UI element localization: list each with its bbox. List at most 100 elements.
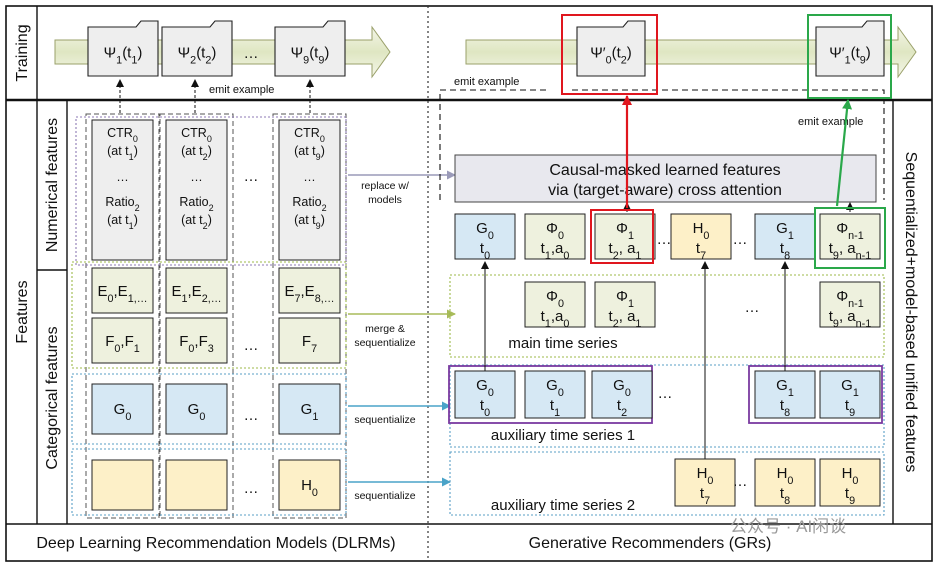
main-series-cell-0-time: t1,a0 xyxy=(541,308,570,330)
aux1-cell-2 xyxy=(591,370,653,419)
outer-frame xyxy=(5,5,933,562)
dlrm-ellipsis: … xyxy=(244,168,259,185)
gr-top-cell-5-time: t9, an-1 xyxy=(829,240,871,262)
sequentialize-label-1: sequentialize xyxy=(354,414,415,426)
ctr-label: CTR0 xyxy=(294,126,325,144)
aux1-cell-4-time: t9 xyxy=(845,397,855,419)
aux1-cell-3 xyxy=(754,370,816,419)
gr-top-cell-1-top: Φ0 xyxy=(546,220,564,242)
dlrm-ellipsis: … xyxy=(244,480,259,497)
g-cell-0 xyxy=(91,383,154,435)
h-cell-2 xyxy=(278,459,341,511)
e-cell-1 xyxy=(165,267,228,314)
gr-top-cell-4-time: t8 xyxy=(780,240,790,262)
feature-transform-arrows xyxy=(348,170,456,487)
watermark: 公众号 · AI闲谈 xyxy=(730,517,846,536)
main-series-cell-2-time: t9, an-1 xyxy=(829,308,871,330)
aux2-series-frame xyxy=(449,451,885,516)
gr-top-cell-3-top: H0 xyxy=(693,220,710,242)
ctr-time: (at t1) xyxy=(107,144,138,162)
aux1-cell-3-top: G1 xyxy=(776,377,794,399)
ratio-time: (at t2) xyxy=(181,213,212,231)
gr-top-cell-4-top: G1 xyxy=(776,220,794,242)
main-series-cell-0 xyxy=(524,281,586,328)
ctr-label: CTR0 xyxy=(107,126,138,144)
green-emit-arrow xyxy=(835,99,853,207)
main-series-cell-0-top: Φ0 xyxy=(546,288,564,310)
aux1-cell-1-top: G0 xyxy=(546,377,564,399)
emit-example-gr-left: emit example xyxy=(454,76,519,88)
main-series-cell-2-top: Φn-1 xyxy=(836,288,864,310)
aux1-cell-2-top: G0 xyxy=(613,377,631,399)
aux2-cell-1-time: t8 xyxy=(780,485,790,507)
f-cell-0 xyxy=(91,317,154,364)
aux1-cell-1-time: t1 xyxy=(550,397,560,419)
aux1-cell-0-top: G0 xyxy=(476,377,494,399)
gr-ellipsis: … xyxy=(658,385,673,402)
categorical-features-label: Categorical features xyxy=(44,326,61,469)
e-cell-label: E7,E8,… xyxy=(284,283,334,305)
aux2-cell-1 xyxy=(754,458,816,507)
aux1-cell-0-time: t0 xyxy=(480,397,490,419)
h-cell-1 xyxy=(165,459,228,511)
ef-dotted-group xyxy=(71,261,347,369)
g-cell-label: G0 xyxy=(114,401,132,423)
gr-caption: Generative Recommenders (GRs) xyxy=(529,535,772,552)
main-series-cell-1-top: Φ1 xyxy=(616,288,634,310)
ratio-time: (at t1) xyxy=(107,213,138,231)
gr-top-cell-3-time: t7 xyxy=(696,240,706,262)
gr-top-cell-5 xyxy=(819,213,881,260)
aux2-cell-1-top: H0 xyxy=(777,465,794,487)
training-models-right: Ψ′0(t2)Ψ′1(t9) xyxy=(576,20,885,77)
gr-top-cell-0 xyxy=(454,213,516,260)
main-series-cell-2 xyxy=(819,281,881,328)
gr-ellipsis: … xyxy=(657,231,672,248)
ctr-time: (at t2) xyxy=(181,144,212,162)
aux1-series-label: auxiliary time series 1 xyxy=(491,427,635,444)
e-cell-2 xyxy=(278,267,341,314)
g-cell-label: G0 xyxy=(188,401,206,423)
dlrm-caption: Deep Learning Recommendation Models (DLR… xyxy=(36,535,395,552)
sequentialize-label-2: sequentialize xyxy=(354,490,415,502)
emit-example-left: emit example xyxy=(209,84,274,96)
training-models-left: Ψ1(t1) Ψ2(t2) Ψ9(t9) … xyxy=(87,20,346,77)
highlight-green-model xyxy=(807,14,892,99)
emit-example-gr-right: emit example xyxy=(798,116,863,128)
gr-top-cell-5-top: Φn-1 xyxy=(836,220,864,242)
aux2-series-label: auxiliary time series 2 xyxy=(491,497,635,514)
highlight-red-model xyxy=(561,14,658,95)
model-psi-3-label: Ψ9(t9) xyxy=(291,45,330,67)
dlrm-feature-cells: CTR0(at t1)…Ratio2(at t1)CTR0(at t2)…Rat… xyxy=(91,119,341,511)
numeric-dots: … xyxy=(116,170,129,184)
numerical-cell-1 xyxy=(165,119,228,261)
training-label: Training xyxy=(14,24,31,81)
aux2-cell-2-time: t9 xyxy=(845,485,855,507)
gr-top-cell-1 xyxy=(524,213,586,260)
timeline-arrow-right xyxy=(465,25,917,79)
model-psi-1: Ψ1(t1) xyxy=(87,20,159,77)
causal-line-1: Causal-masked learned features xyxy=(549,162,780,179)
numeric-dots: … xyxy=(190,170,203,184)
f-cell-label: F0,F1 xyxy=(105,333,140,355)
dlrm-ellipsis: … xyxy=(244,337,259,354)
training-ellipsis: … xyxy=(244,45,259,62)
aux2-cell-2-top: H0 xyxy=(842,465,859,487)
gr-ellipsis: … xyxy=(733,473,748,490)
aux1-cell-1 xyxy=(524,370,586,419)
aux1-cell-0 xyxy=(454,370,516,419)
aux2-cell-0-time: t7 xyxy=(700,485,710,507)
numerical-features-label: Numerical features xyxy=(44,118,61,252)
model-psi-2-label: Ψ2(t2) xyxy=(178,45,217,67)
gr-ellipsis: … xyxy=(733,231,748,248)
ctr-label: CTR0 xyxy=(181,126,212,144)
numeric-dots: … xyxy=(303,170,316,184)
emit-dashed-region xyxy=(439,89,885,200)
g-cell-2 xyxy=(278,383,341,435)
gr-top-cell-2-top: Φ1 xyxy=(616,220,634,242)
aux1-highlight-right xyxy=(748,365,883,424)
aux1-series-frame xyxy=(449,364,885,448)
aux1-cell-3-time: t8 xyxy=(780,397,790,419)
e-cell-0 xyxy=(91,267,154,314)
highlight-green-target xyxy=(814,207,886,269)
